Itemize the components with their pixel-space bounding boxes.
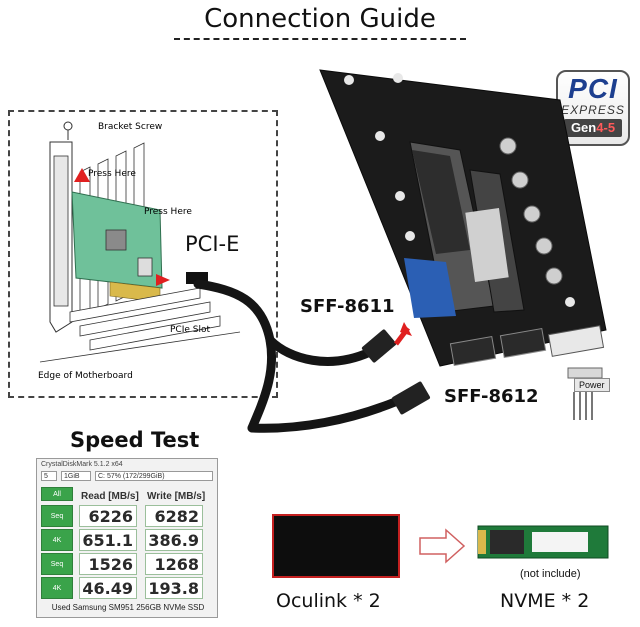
logo-gen-a: 4	[596, 120, 604, 135]
oculink-connector-photo-frame	[272, 514, 400, 578]
logo-gen-badge: Gen4-5	[564, 119, 622, 137]
motherboard-edge-label: Edge of Motherboard	[38, 371, 133, 381]
cdm-read-value: 1526	[79, 553, 137, 575]
cdm-row-button[interactable]: 4K	[41, 577, 73, 599]
cdm-read-value: 6226	[79, 505, 137, 527]
cdm-write-header: Write [MB/s]	[147, 491, 206, 502]
speed-test-title: Speed Test	[70, 428, 200, 452]
logo-pci-text: PCI	[568, 73, 618, 104]
motherboard-drawing: Bracket Screw Press Here Press Here PCIe…	[38, 121, 241, 381]
cdm-row-button[interactable]: Seq Q32T1	[41, 505, 73, 542]
pcie-slot-label: PCIe Slot	[170, 325, 210, 335]
cdm-options-bar: 5 1GiB C: 57% (172/299GiB)	[41, 471, 213, 483]
cdm-drive-select[interactable]: C: 57% (172/299GiB)	[95, 471, 213, 481]
title-underline	[174, 38, 466, 40]
logo-gen-sep: -	[603, 120, 608, 135]
page-title: Connection Guide	[204, 4, 436, 34]
oculink-label: Oculink * 2	[276, 590, 381, 612]
logo-express-text: EXPRESS	[561, 103, 625, 117]
cdm-all-button[interactable]: All	[41, 487, 73, 501]
pcie-label: PCI-E	[185, 232, 240, 256]
press-here-label-2: Press Here	[144, 207, 192, 217]
crystaldiskmark-window: CrystalDiskMark 5.1.2 x64 5 1GiB C: 57% …	[36, 458, 218, 618]
logo-gen-prefix: Gen	[570, 120, 597, 135]
cdm-row-button[interactable]: Seq	[41, 553, 73, 575]
cdm-write-value: 386.9	[145, 529, 203, 551]
nvme-label: NVME * 2	[500, 590, 590, 612]
pci-express-logo: PCI EXPRESS Gen4-5	[556, 70, 630, 146]
sff8611-label: SFF-8611	[300, 296, 395, 317]
cdm-read-header: Read [MB/s]	[81, 491, 139, 502]
cdm-write-value: 6282	[145, 505, 203, 527]
not-include-note: (not include)	[520, 568, 581, 580]
logo-gen-b: 5	[607, 120, 616, 135]
cdm-read-value: 651.1	[79, 529, 137, 551]
power-label: Power	[574, 378, 610, 392]
cdm-write-value: 193.8	[145, 577, 203, 599]
cdm-row-button[interactable]: 4K Q32T1	[41, 529, 73, 566]
cdm-count-select[interactable]: 5	[41, 471, 57, 481]
press-here-label-1: Press Here	[88, 169, 136, 179]
motherboard-diagram: Bracket Screw Press Here Press Here PCIe…	[8, 110, 278, 398]
sff8612-label: SFF-8612	[444, 386, 539, 407]
cdm-size-select[interactable]: 1GiB	[61, 471, 91, 481]
cdm-window-title: CrystalDiskMark 5.1.2 x64	[41, 461, 123, 468]
cdm-read-value: 46.49	[79, 577, 137, 599]
cdm-footer-note: Used Samsung SM951 256GB NVMe SSD	[51, 603, 205, 612]
bracket-screw-label: Bracket Screw	[98, 122, 162, 132]
cdm-write-value: 1268	[145, 553, 203, 575]
